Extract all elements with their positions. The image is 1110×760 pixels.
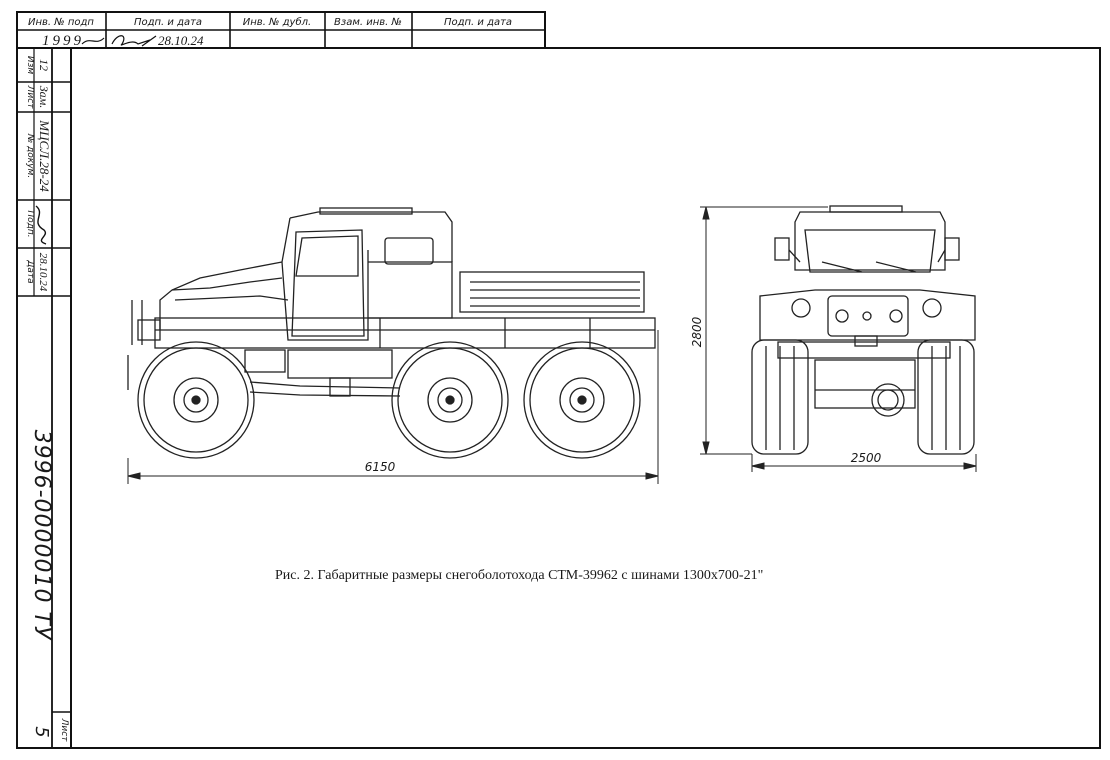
stamp-header-podp-data: Подп. и дата — [134, 17, 202, 28]
side-wheel-rear-1 — [391, 341, 509, 459]
side-value-data: 28.10.24 — [37, 253, 49, 292]
height-dimension — [700, 206, 828, 455]
main-frame — [16, 47, 1101, 749]
stamp-header-inv-podp: Инв. № подп — [28, 17, 94, 28]
side-value-list: Зам. — [37, 86, 51, 109]
side-label-podp: Подп. — [25, 210, 35, 237]
length-dimension — [127, 330, 659, 484]
length-dimension-label: 6150 — [365, 460, 396, 474]
side-wheel-rear-2 — [523, 341, 641, 459]
side-signature-mark — [35, 205, 47, 245]
side-label-izm: Изм — [25, 56, 35, 75]
side-label-nom-dokum: № докум. — [25, 133, 35, 178]
side-wheel-front — [137, 341, 255, 459]
side-value-dokum: МЦСЛ.28-24 — [37, 119, 52, 192]
side-value-izm: 12 — [37, 59, 51, 71]
sheet-label: Лист — [59, 718, 69, 743]
stamp-header-podp-data-2: Подп. и дата — [444, 17, 512, 28]
stamp-value-inv-podp: 1999 — [42, 33, 84, 49]
side-label-data: Дата — [25, 259, 35, 283]
vehicle-front-view — [751, 205, 976, 455]
side-label-list: Лист — [25, 85, 35, 110]
sheet-number: 5 — [31, 726, 52, 737]
stamp-header-inv-dubl: Инв. № дубл. — [243, 16, 311, 28]
width-dimension — [751, 454, 977, 472]
signature-mark — [81, 35, 157, 47]
document-code: 3996-0000010 ТУ — [29, 430, 54, 641]
figure-caption: Рис. 2. Габаритные размеры снегоболотохо… — [275, 568, 764, 583]
stamp-header-vzam-inv: Взам. инв. № — [334, 17, 402, 28]
height-dimension-label: 2800 — [690, 316, 704, 347]
vehicle-side-view — [127, 207, 656, 397]
side-block — [17, 81, 71, 713]
width-dimension-label: 2500 — [851, 451, 882, 465]
stamp-value-podp-data: 28.10.24 — [158, 33, 204, 48]
